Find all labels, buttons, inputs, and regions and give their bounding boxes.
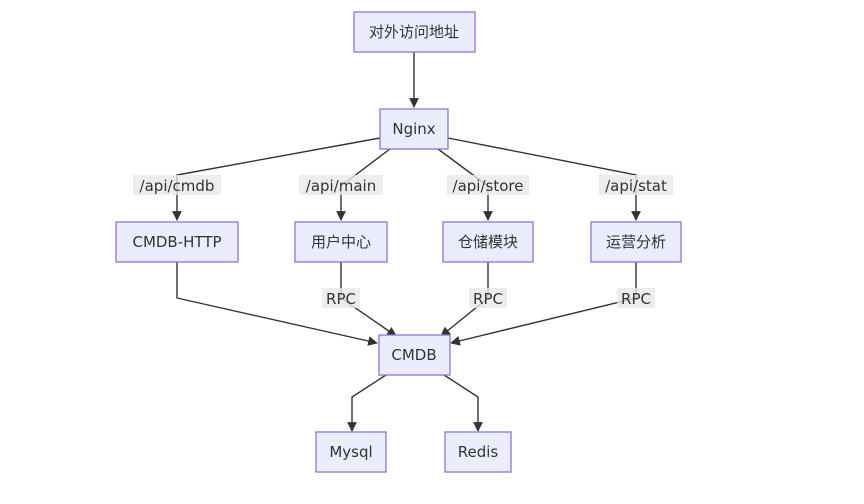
node-mysql-label: Mysql — [329, 443, 372, 461]
node-cmdb-http: CMDB-HTTP — [115, 221, 239, 263]
edge-label-api-cmdb: /api/cmdb — [133, 175, 221, 195]
node-warehouse-label: 仓储模块 — [458, 233, 518, 251]
edge-label-api-stat: /api/stat — [599, 175, 673, 195]
edge-label-rpc-stat-text: RPC — [621, 290, 651, 308]
edge-label-rpc-stat: RPC — [617, 288, 655, 308]
node-user-center-label: 用户中心 — [311, 233, 371, 251]
node-cmdb-http-label: CMDB-HTTP — [132, 233, 221, 251]
edge-label-api-stat-text: /api/stat — [605, 177, 667, 195]
edge-cmdb-to-mysql — [347, 374, 387, 432]
edge-label-rpc-store: RPC — [469, 288, 507, 308]
node-cmdb-label: CMDB — [391, 346, 436, 364]
node-external-access-label: 对外访问地址 — [369, 23, 459, 41]
edge-label-api-store: /api/store — [447, 175, 529, 195]
node-user-center: 用户中心 — [294, 221, 388, 263]
node-nginx: Nginx — [379, 108, 449, 150]
node-cmdb: CMDB — [378, 334, 451, 376]
edge-cmdb-to-redis — [443, 374, 483, 432]
edge-label-api-cmdb-text: /api/cmdb — [140, 177, 215, 195]
node-mysql: Mysql — [315, 431, 387, 473]
node-external-access: 对外访问地址 — [353, 11, 476, 53]
edge-label-rpc-store-text: RPC — [473, 290, 503, 308]
node-analytics: 运营分析 — [590, 221, 682, 263]
edge-label-api-store-text: /api/store — [453, 177, 524, 195]
edge-label-api-main-text: /api/main — [306, 177, 376, 195]
edge-label-rpc-user: RPC — [322, 288, 360, 308]
node-redis-label: Redis — [458, 443, 499, 461]
node-warehouse: 仓储模块 — [442, 221, 534, 263]
node-redis: Redis — [444, 431, 512, 473]
node-nginx-label: Nginx — [392, 120, 435, 138]
edge-cmdb-http-to-cmdb — [176, 262, 378, 346]
edge-label-api-main: /api/main — [299, 175, 383, 195]
node-analytics-label: 运营分析 — [606, 233, 666, 251]
edge-label-rpc-user-text: RPC — [326, 290, 356, 308]
